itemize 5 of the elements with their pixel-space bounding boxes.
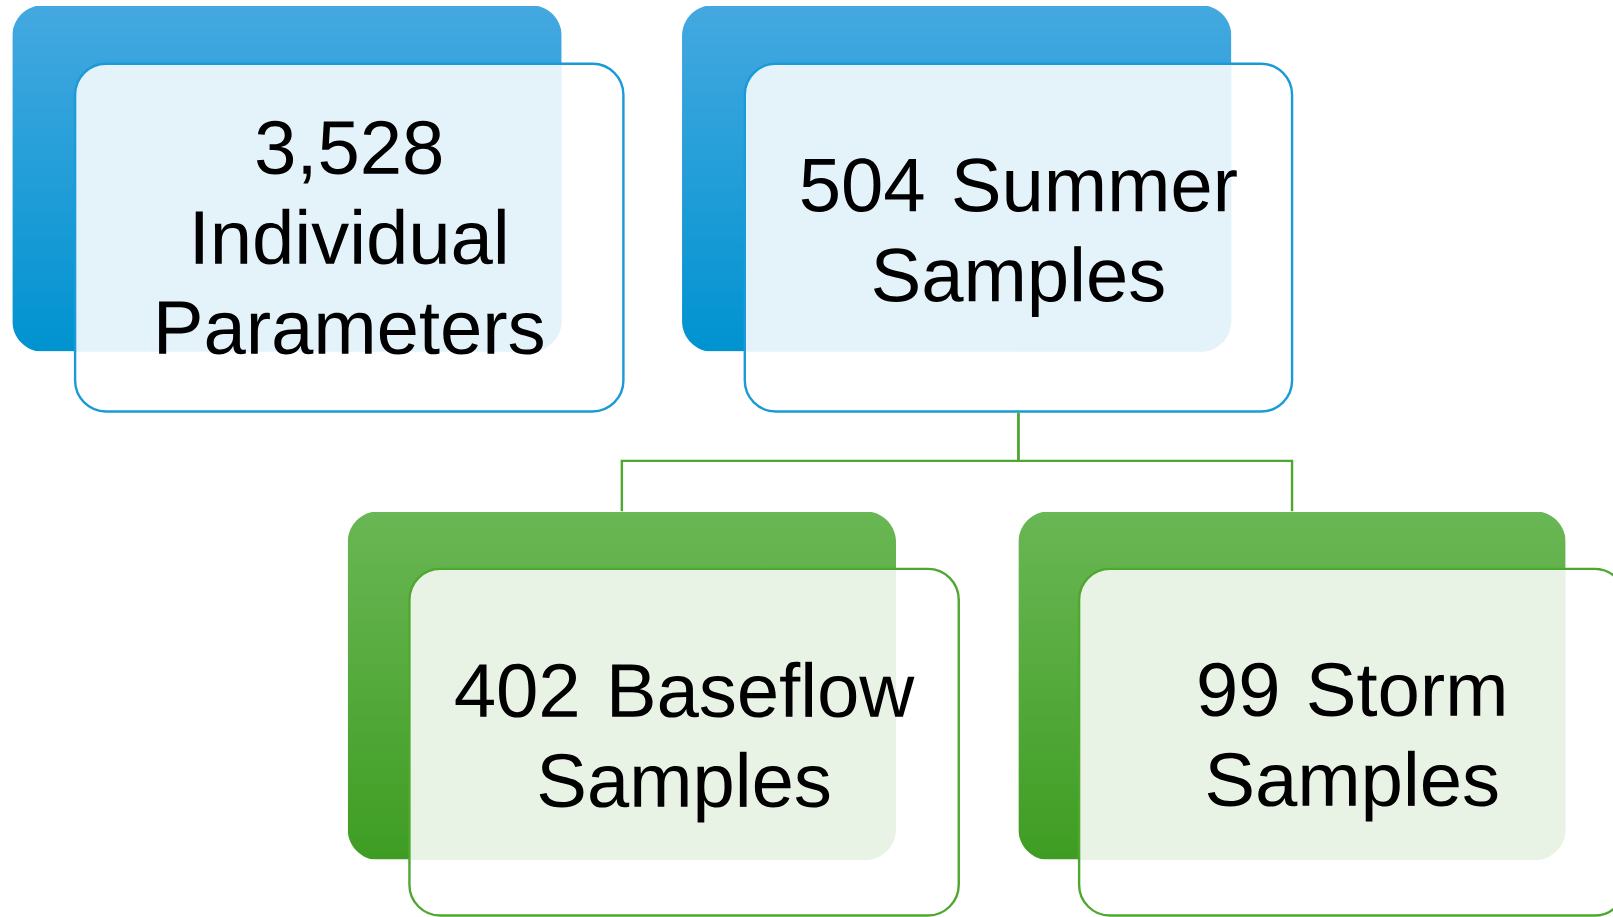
stacked-box: 504 Summer Samples (743, 62, 1294, 413)
stacked-box: 402 Baseflow Samples (408, 567, 960, 917)
connector-line (1017, 412, 1294, 512)
stacked-box: 3,528 Individual Parameters (73, 62, 625, 413)
stacked-box: 99 Storm Samples (1077, 567, 1613, 917)
